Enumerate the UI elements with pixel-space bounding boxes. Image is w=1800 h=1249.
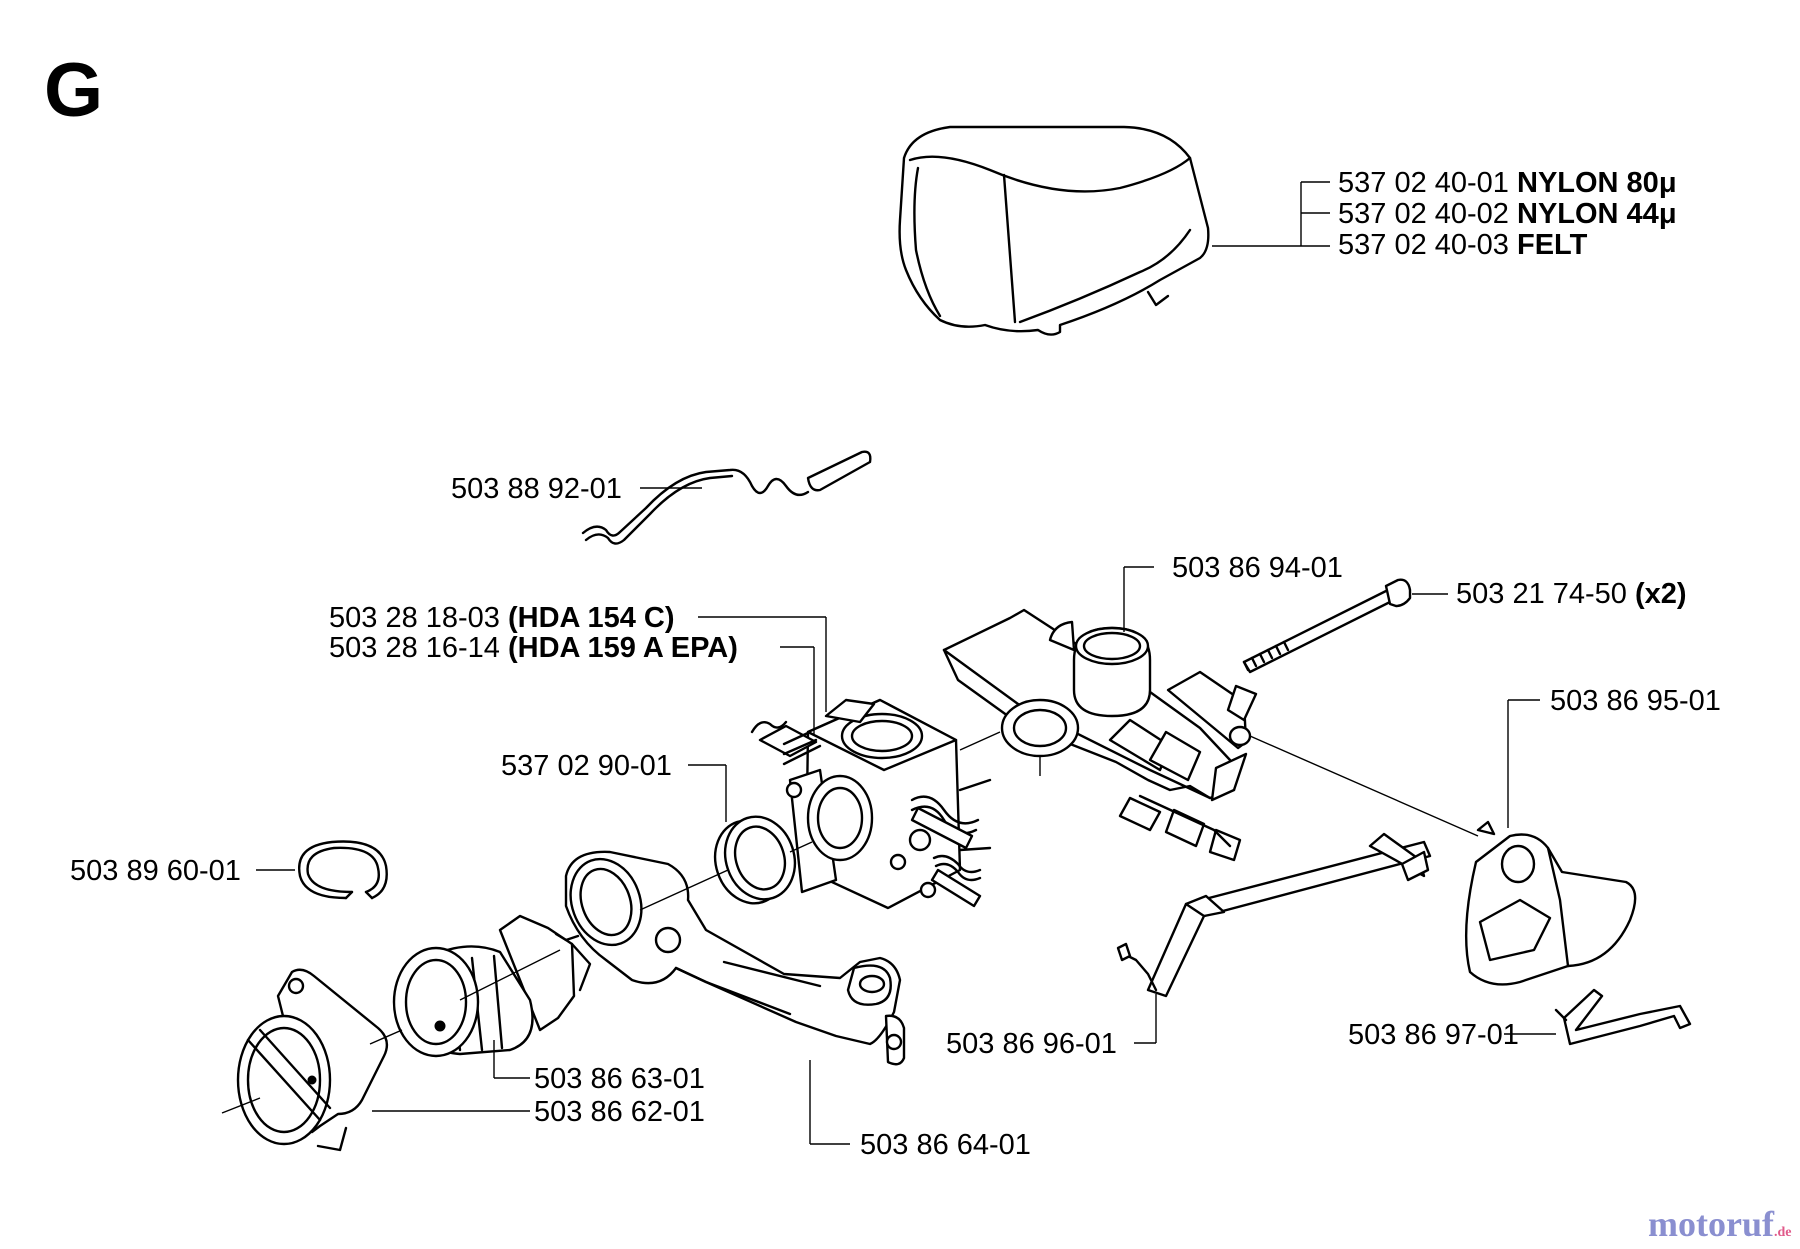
carb-housing-drawing (942, 608, 1258, 862)
label-503-28-16-14: 503 28 16-14 (HDA 159 A EPA) (329, 632, 738, 664)
gasket-ring-drawing (713, 815, 797, 905)
label-537-02-40-03: 537 02 40-03 FELT (1338, 229, 1588, 261)
bracket-right-drawing (1464, 820, 1637, 986)
label-503-28-18-03: 503 28 18-03 (HDA 154 C) (329, 602, 675, 634)
label-503-86-97-01: 503 86 97-01 (1348, 1019, 1519, 1051)
watermark: motoruf.de (1648, 1204, 1791, 1244)
label-503-86-62-01: 503 86 62-01 (534, 1096, 705, 1128)
circlip-drawing (297, 840, 388, 900)
air-filter-drawing (898, 125, 1210, 336)
label-503-86-94-01: 503 86 94-01 (1172, 552, 1343, 584)
assembly-axis-lines (221, 731, 1479, 1114)
screw-drawing (1242, 578, 1412, 674)
label-503-21-74-50: 503 21 74-50 (x2) (1456, 578, 1687, 610)
label-503-89-60-01: 503 89 60-01 (70, 855, 241, 887)
label-537-02-40-01: 537 02 40-01 NYLON 80μ (1338, 167, 1677, 199)
label-503-86-64-01: 503 86 64-01 (860, 1129, 1031, 1161)
label-537-02-90-01: 537 02 90-01 (501, 750, 672, 782)
label-503-86-96-01: 503 86 96-01 (946, 1028, 1117, 1060)
label-503-86-63-01: 503 86 63-01 (534, 1063, 705, 1095)
label-503-88-92-01: 503 88 92-01 (451, 473, 622, 505)
spring-clip-drawing (1554, 988, 1692, 1046)
label-537-02-40-02: 537 02 40-02 NYLON 44μ (1338, 198, 1677, 230)
flange-drawing (236, 968, 389, 1152)
throttle-rod-drawing (1116, 832, 1432, 998)
choke-rod-drawing (581, 450, 872, 545)
label-503-86-95-01: 503 86 95-01 (1550, 685, 1721, 717)
section-letter: G (44, 48, 103, 133)
watermark-logo: motoruf.de (1648, 1204, 1791, 1244)
carburetor-drawing (750, 698, 992, 910)
intake-plate-drawing (554, 850, 906, 1066)
intake-manifold-drawing (392, 914, 592, 1058)
